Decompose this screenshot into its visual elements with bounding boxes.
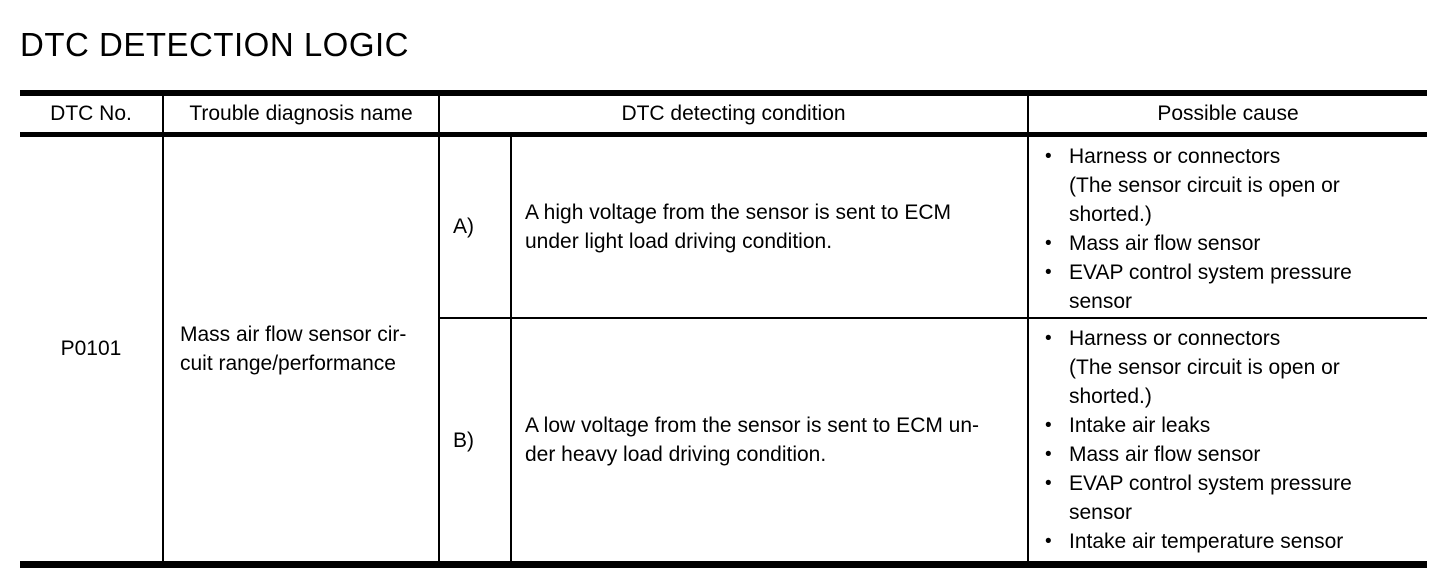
cause-text: Harness or connectors (The sensor circui… bbox=[1069, 327, 1340, 408]
header-dtc-no: DTC No. bbox=[20, 96, 163, 137]
cause-item: • EVAP control system pressure sensor bbox=[1045, 469, 1423, 527]
bullet-icon: • bbox=[1045, 328, 1052, 349]
cause-text: Intake air temperature sensor bbox=[1069, 530, 1344, 553]
dtc-table: DTC No. Trouble diagnosis name DTC detec… bbox=[20, 96, 1427, 561]
table-row: B) A low voltage from the sensor is sent… bbox=[20, 318, 1427, 561]
bullet-icon: • bbox=[1045, 415, 1052, 436]
cell-dtc-number: P0101 bbox=[60, 337, 122, 361]
condition-label-a: A) bbox=[438, 134, 511, 319]
cause-item: • EVAP control system pressure sensor bbox=[1045, 258, 1423, 316]
table-header-row: DTC No. Trouble diagnosis name DTC detec… bbox=[20, 96, 1427, 137]
bullet-icon: • bbox=[1045, 261, 1052, 283]
dtc-table-container: DTC No. Trouble diagnosis name DTC detec… bbox=[20, 90, 1427, 568]
header-trouble-diagnosis-name: Trouble diagnosis name bbox=[162, 96, 439, 137]
table-row: P0101 Mass air flow sensor cir- cuit ran… bbox=[20, 134, 1427, 561]
header-dtc-detecting-condition: DTC detecting condition bbox=[438, 96, 1028, 137]
header-possible-cause: Possible cause bbox=[1027, 96, 1427, 137]
page-title: DTC DETECTION LOGIC bbox=[20, 26, 410, 64]
possible-causes-list-b: • Harness or connectors (The sensor circ… bbox=[1027, 318, 1427, 561]
cause-text: Mass air flow sensor bbox=[1069, 231, 1261, 255]
cause-text: Mass air flow sensor bbox=[1069, 443, 1261, 466]
bullet-icon: • bbox=[1045, 232, 1052, 254]
condition-text-a: A high voltage from the sensor is sent t… bbox=[510, 134, 1028, 319]
cause-item: • Harness or connectors (The sensor circ… bbox=[1045, 142, 1423, 229]
cell-trouble-diagnosis-name: Mass air flow sensor cir- cuit range/per… bbox=[162, 134, 439, 561]
cause-item: • Intake air temperature sensor bbox=[1045, 527, 1423, 556]
cause-item: • Intake air leaks bbox=[1045, 411, 1423, 440]
possible-causes-list-a: • Harness or connectors (The sensor circ… bbox=[1027, 134, 1427, 319]
cause-text: Intake air leaks bbox=[1069, 414, 1211, 437]
bullet-icon: • bbox=[1045, 531, 1052, 552]
bullet-icon: • bbox=[1045, 473, 1052, 494]
cause-text: EVAP control system pressure sensor bbox=[1069, 260, 1352, 313]
bullet-icon: • bbox=[1045, 444, 1052, 465]
condition-text-b: A low voltage from the sensor is sent to… bbox=[510, 318, 1028, 561]
condition-label-b: B) bbox=[438, 318, 511, 561]
bullet-icon: • bbox=[1045, 145, 1052, 167]
cause-item: • Mass air flow sensor bbox=[1045, 440, 1423, 469]
cause-text: Harness or connectors (The sensor circui… bbox=[1069, 144, 1340, 226]
cause-text: EVAP control system pressure sensor bbox=[1069, 472, 1352, 524]
cause-item: • Harness or connectors (The sensor circ… bbox=[1045, 324, 1423, 411]
cause-item: • Mass air flow sensor bbox=[1045, 229, 1423, 258]
